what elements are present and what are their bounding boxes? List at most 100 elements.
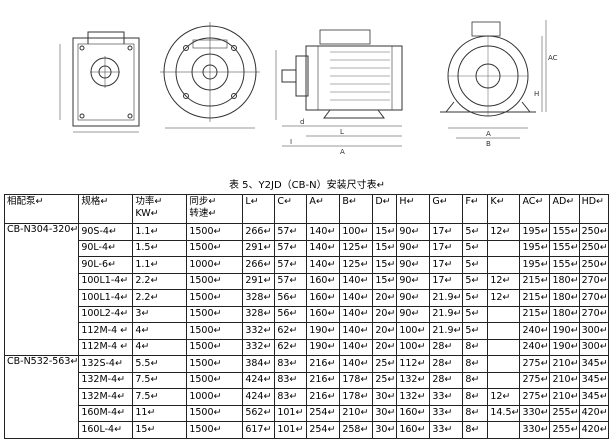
table-cell: 25↵ [372, 355, 398, 373]
table-cell: 180↵ [549, 289, 580, 307]
dimension-table-body: 相配泵↵规格↵功率↵KW↵同步↵转速↵L↵C↵A↵B↵D↵H↵G↵F↵K↵AC↵… [3, 194, 609, 439]
table-cell: 90↵ [396, 223, 431, 241]
table-cell: 132M-4↵ [78, 371, 134, 389]
table-cell: 17↵ [429, 223, 464, 241]
table-cell [487, 355, 521, 373]
table-cell: 210↵ [339, 404, 374, 422]
table-row: 132M-4↵7.5↵1500↵424↵83↵216↵178↵25↵132↵28… [5, 371, 609, 389]
table-cell: 15↵ [372, 239, 398, 257]
table-cell: 180↵ [549, 272, 580, 290]
table-cell: 20↵ [372, 289, 398, 307]
table-cell: 1500↵ [186, 305, 244, 323]
table-cell: 5↵ [462, 223, 489, 241]
table-cell: 215↵ [519, 305, 551, 323]
table-cell: 195↵ [519, 256, 551, 274]
table-cell: 56↵ [274, 289, 308, 307]
table-cell: 140↵ [339, 272, 374, 290]
table-cell: 5↵ [462, 289, 489, 307]
table-cell: 30↵ [372, 404, 398, 422]
table-row: 100L1-4↵2.2↵1500↵291↵57↵160↵140↵15↵90↵17… [5, 272, 609, 290]
table-cell: 345↵ [578, 371, 609, 389]
table-cell: 420↵ [578, 421, 609, 439]
table-cell: 132↵ [396, 371, 431, 389]
table-cell: 140↵ [339, 322, 374, 340]
table-cell: 140↵ [339, 289, 374, 307]
drawing-label: I [290, 138, 292, 146]
table-cell: 33↵ [429, 404, 464, 422]
table-cell: 125↵ [339, 239, 374, 257]
column-header: F↵ [462, 194, 489, 224]
table-cell: 90↵ [396, 272, 431, 290]
table-cell: 424↵ [242, 388, 276, 406]
table-cell: 21.9↵ [429, 305, 464, 323]
table-cell: 5.5↵ [132, 355, 188, 373]
table-cell: 562↵ [242, 404, 276, 422]
table-cell: 100L1-4↵ [78, 272, 134, 290]
column-header: 功率↵KW↵ [132, 194, 188, 224]
table-cell: 250↵ [578, 239, 609, 257]
table-cell: 112M-4 ↵ [78, 338, 134, 356]
table-cell: 132M-4↵ [78, 388, 134, 406]
table-cell: 160↵ [396, 404, 431, 422]
table-cell: 1500↵ [186, 355, 244, 373]
table-cell: 255↵ [549, 404, 580, 422]
round-flange-view [160, 22, 260, 129]
table-cell: 155↵ [549, 239, 580, 257]
table-cell: 195↵ [519, 239, 551, 257]
table-cell: 420↵ [578, 404, 609, 422]
table-row: 100L1-4↵2.2↵1500↵328↵56↵160↵140↵20↵90↵21… [5, 289, 609, 307]
table-cell: 28↵ [429, 371, 464, 389]
table-cell: 1000↵ [186, 256, 244, 274]
table-cell: 8↵ [462, 338, 489, 356]
table-cell: 15↵ [372, 256, 398, 274]
table-cell: 190↵ [306, 338, 341, 356]
table-row: 112M-4 ↵4↵1500↵332↵62↵190↵140↵20↵100↵21.… [5, 322, 609, 340]
table-cell: 20↵ [372, 305, 398, 323]
table-cell: 5↵ [462, 256, 489, 274]
table-cell: 2.2↵ [132, 272, 188, 290]
table-cell: 291↵ [242, 272, 276, 290]
table-cell: 100↵ [339, 223, 374, 241]
table-cell: 20↵ [372, 338, 398, 356]
table-cell: 17↵ [429, 256, 464, 274]
table-cell: 330↵ [519, 421, 551, 439]
table-cell: 101↵ [274, 421, 308, 439]
table-cell: 216↵ [306, 388, 341, 406]
table-cell: 12↵ [487, 272, 521, 290]
table-cell: 160↵ [396, 421, 431, 439]
table-row: 100L2-4↵3↵1500↵328↵56↵160↵140↵20↵90↵21.9… [5, 305, 609, 323]
table-cell: 8↵ [462, 355, 489, 373]
column-header: AC↵ [519, 194, 551, 224]
table-cell: 1.1↵ [132, 256, 188, 274]
column-header: A↵ [306, 194, 341, 224]
table-cell: 12↵ [487, 223, 521, 241]
table-cell: 332↵ [242, 338, 276, 356]
table-row: 160M-4↵11↵1500↵562↵101↵254↵210↵30↵160↵33… [5, 404, 609, 422]
table-cell: 178↵ [339, 388, 374, 406]
table-cell: 62↵ [274, 338, 308, 356]
table-cell: 190↵ [549, 322, 580, 340]
table-cell: 266↵ [242, 256, 276, 274]
table-cell: 270↵ [578, 305, 609, 323]
table-cell: 132↵ [396, 388, 431, 406]
column-header: K↵ [487, 194, 521, 224]
table-row: 112M-4 ↵4↵1500↵332↵62↵190↵140↵20↵100↵28↵… [5, 338, 609, 356]
table-cell: 33↵ [429, 421, 464, 439]
table-cell [487, 338, 521, 356]
table-cell: 57↵ [274, 272, 308, 290]
table-cell [487, 305, 521, 323]
table-cell: 178↵ [339, 371, 374, 389]
table-cell: 210↵ [549, 355, 580, 373]
table-row: 90L-6↵1.1↵1000↵266↵57↵140↵125↵15↵90↵17↵5… [5, 256, 609, 274]
table-cell: 100↵ [396, 322, 431, 340]
table-cell: 11↵ [132, 404, 188, 422]
table-cell: 1.1↵ [132, 223, 188, 241]
table-cell: 258↵ [339, 421, 374, 439]
pump-model-cell: CB-N304-320↵ [3, 223, 80, 356]
table-cell: 4↵ [132, 338, 188, 356]
table-cell: 83↵ [274, 355, 308, 373]
table-cell: 617↵ [242, 421, 276, 439]
table-cell: 7.5↵ [132, 388, 188, 406]
motor-side-view [275, 29, 403, 147]
table-cell: 8↵ [462, 388, 489, 406]
